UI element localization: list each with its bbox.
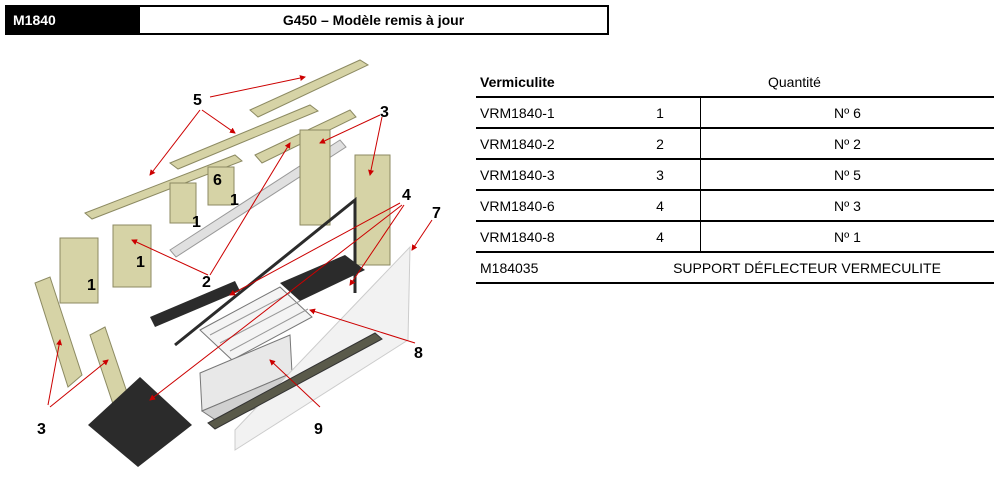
glass-panel xyxy=(234,245,411,451)
support-ref: M184035 xyxy=(476,251,620,284)
callout-8: 8 xyxy=(414,345,423,362)
part-desc: Nº 6 xyxy=(700,96,994,128)
exploded-view-illustration: 5 3 6 1 1 1 1 2 4 7 8 9 3 xyxy=(34,59,441,467)
baffle-board-top xyxy=(84,59,370,220)
callout-1-b: 1 xyxy=(192,214,201,231)
callout-6: 6 xyxy=(213,172,222,189)
part-qty: 4 xyxy=(620,220,701,252)
document-header: M1840 G450 – Modèle remis à jour xyxy=(5,5,609,35)
part-desc: Nº 1 xyxy=(700,220,994,252)
part-qty: 2 xyxy=(620,127,701,159)
callout-3-top: 3 xyxy=(380,104,389,121)
part-desc: Nº 5 xyxy=(700,158,994,190)
steel-frame xyxy=(88,196,365,467)
part-ref: VRM1840-6 xyxy=(476,189,620,221)
callout-3-bottom: 3 xyxy=(37,421,46,438)
callout-1-a: 1 xyxy=(230,192,239,209)
part-ref: VRM1840-1 xyxy=(476,96,620,128)
part-qty: 4 xyxy=(620,189,701,221)
callout-1-d: 1 xyxy=(87,277,96,294)
part-ref: VRM1840-8 xyxy=(476,220,620,252)
table-row: VRM1840-2 2 Nº 2 xyxy=(476,127,994,159)
part-qty: 1 xyxy=(620,96,701,128)
model-code: M1840 xyxy=(7,7,140,33)
table-row: VRM1840-1 1 Nº 6 xyxy=(476,96,994,128)
table-header-row: Vermiculite Quantité xyxy=(476,68,994,97)
part-ref: VRM1840-2 xyxy=(476,127,620,159)
table-row-support: M184035 SUPPORT DÉFLECTEUR VERMECULITE xyxy=(476,251,994,284)
callout-2: 2 xyxy=(202,274,211,291)
column-header-vermiculite: Vermiculite xyxy=(480,74,555,90)
parts-table-container: Vermiculite Quantité VRM1840-1 1 Nº 6 VR… xyxy=(476,68,995,284)
part-desc: Nº 2 xyxy=(700,127,994,159)
parts-table: Vermiculite Quantité VRM1840-1 1 Nº 6 VR… xyxy=(476,68,994,284)
document-title: G450 – Modèle remis à jour xyxy=(282,12,465,28)
support-desc: SUPPORT DÉFLECTEUR VERMECULITE xyxy=(620,251,994,284)
table-row: VRM1840-8 4 Nº 1 xyxy=(476,220,994,252)
callout-1-c: 1 xyxy=(136,254,145,271)
callout-5: 5 xyxy=(193,92,202,109)
part-desc: Nº 3 xyxy=(700,189,994,221)
callout-7: 7 xyxy=(432,205,441,222)
exploded-diagram: 5 3 6 1 1 1 1 2 4 7 8 9 3 xyxy=(20,55,450,475)
table-row: VRM1840-6 4 Nº 3 xyxy=(476,189,994,221)
part-ref: VRM1840-3 xyxy=(476,158,620,190)
callout-9: 9 xyxy=(314,421,323,438)
leader-lines xyxy=(47,75,433,408)
back-bricks xyxy=(59,129,391,304)
column-header-quantity: Quantité xyxy=(768,74,821,90)
callout-4: 4 xyxy=(402,187,411,204)
table-row: VRM1840-3 3 Nº 5 xyxy=(476,158,994,190)
part-qty: 3 xyxy=(620,158,701,190)
